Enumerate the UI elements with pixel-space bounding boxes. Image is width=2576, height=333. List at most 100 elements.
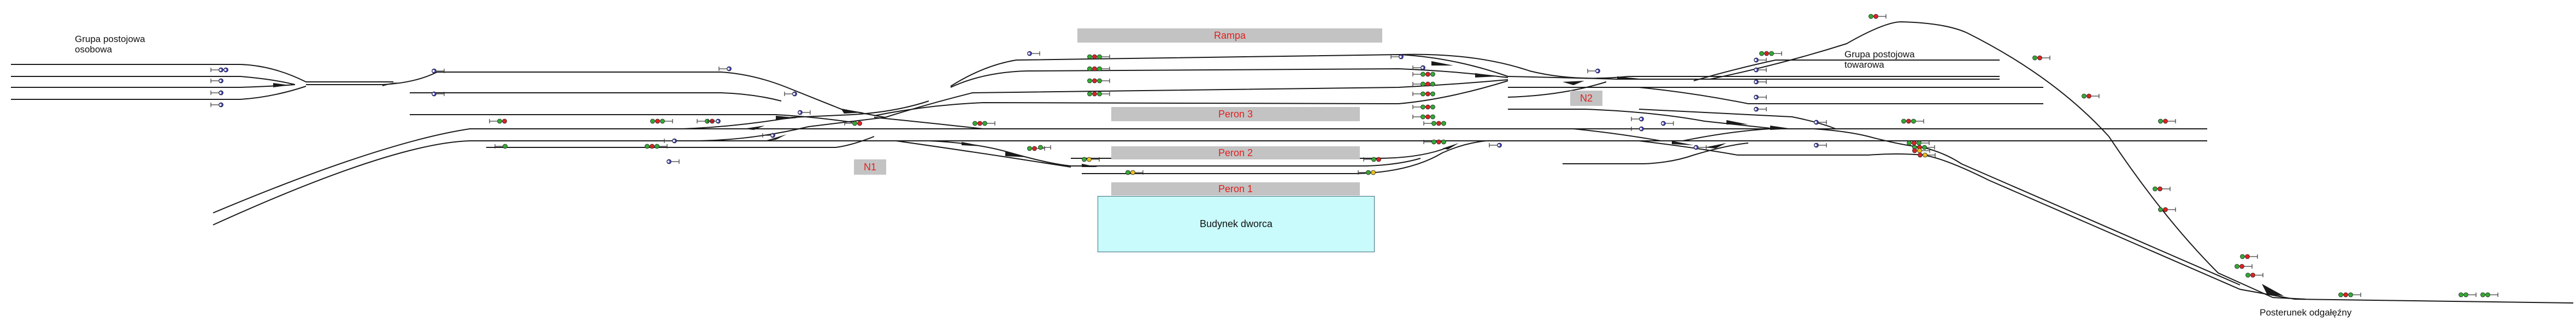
track-branch-junction	[2272, 297, 2306, 300]
signal	[645, 144, 668, 149]
track-main-2	[213, 140, 2207, 225]
label-passenger-group: Grupa postojowa osobowa	[75, 34, 145, 55]
turnout	[273, 83, 290, 87]
signal	[650, 118, 673, 124]
signal	[1754, 57, 1767, 63]
turnout	[743, 126, 765, 130]
signal	[1489, 142, 1502, 148]
turnout	[1475, 73, 1497, 78]
signal	[1412, 81, 1435, 87]
signal	[1038, 145, 1051, 150]
track-passenger-siding-3	[11, 84, 296, 88]
turnout	[1005, 152, 1027, 157]
marker-n1: N1	[854, 159, 886, 175]
signal	[1087, 78, 1110, 84]
track-branch-2	[1813, 128, 2241, 286]
turnout	[1617, 76, 1639, 80]
signal	[1082, 157, 1100, 162]
label-passenger-group-line2: osobowa	[75, 44, 113, 55]
signal	[210, 67, 228, 73]
signal	[1423, 139, 1446, 145]
track-throat-right-5	[1508, 109, 1776, 129]
signal	[2459, 292, 2477, 298]
label-freight-group-line2: towarowa	[1844, 60, 1884, 70]
signal	[664, 138, 677, 144]
signal	[1901, 118, 1924, 124]
signals	[210, 14, 2498, 298]
track-throat-right-6	[1563, 142, 1749, 164]
signal	[1754, 67, 1767, 73]
track-siding-left-b	[410, 114, 853, 123]
track-throat-right-9	[1682, 128, 1771, 141]
signal	[1027, 51, 1040, 56]
signal	[2240, 254, 2258, 259]
track-passenger-siding-1	[11, 64, 393, 82]
signal	[1754, 94, 1767, 100]
turnout	[1672, 141, 1694, 145]
signal	[1412, 114, 1435, 120]
signal	[432, 91, 445, 97]
signal	[494, 144, 508, 149]
signal	[1087, 91, 1110, 97]
track-throat-left-3	[928, 140, 1071, 166]
platform-rampa: Rampa	[1077, 28, 1382, 43]
signal	[210, 102, 223, 108]
turnout	[1442, 143, 1459, 150]
turnout	[962, 142, 983, 146]
label-passenger-group-line1: Grupa postojowa	[75, 34, 145, 44]
signal	[1412, 91, 1435, 97]
signal	[762, 133, 775, 138]
signal	[2235, 264, 2253, 269]
signal	[1754, 106, 1767, 112]
signal	[1907, 140, 1930, 146]
track-passenger-lead-2	[410, 92, 782, 102]
signal	[210, 78, 223, 84]
track-peron1	[1082, 140, 1487, 174]
turnout	[1726, 120, 1748, 124]
signal	[2153, 186, 2171, 192]
signal	[1087, 54, 1110, 60]
signal	[1814, 120, 1827, 125]
turnout	[765, 134, 787, 141]
turnout	[2262, 284, 2284, 296]
turnout	[382, 82, 399, 86]
signal	[798, 110, 811, 115]
track-passenger-lead	[306, 72, 886, 118]
label-junction-post: Posterunek odgałęźny	[2260, 307, 2352, 318]
signal	[1694, 145, 1707, 150]
track-main-1	[213, 128, 2207, 213]
track-freight-3	[1638, 109, 1836, 129]
label-freight-group-line1: Grupa postojowa	[1844, 49, 1915, 60]
signal	[1587, 68, 1600, 74]
turnout	[1770, 126, 1792, 130]
signal	[2245, 272, 2263, 278]
signal	[844, 121, 862, 126]
signal	[718, 66, 732, 72]
marker-n2: N2	[1570, 91, 1602, 106]
turnout	[776, 116, 798, 120]
signal	[1412, 104, 1435, 110]
signal	[2338, 292, 2361, 298]
turnout	[1082, 164, 1098, 167]
signal	[1412, 72, 1435, 77]
turnout	[1705, 143, 1726, 148]
signal	[1631, 116, 1644, 122]
turnout	[1431, 61, 1453, 66]
track-freight-5	[1710, 21, 2273, 298]
platform-peron1: Peron 1	[1111, 182, 1360, 195]
track-throat-left-4	[895, 140, 1071, 168]
track-siding-left-a	[486, 136, 875, 148]
signal	[2158, 207, 2176, 212]
track-branch-1	[1868, 153, 2574, 304]
signal	[667, 159, 680, 164]
turnout	[1563, 81, 1584, 85]
signal	[2158, 118, 2176, 124]
station-building: Budynek dworca	[1098, 196, 1375, 252]
turnout	[841, 109, 863, 114]
track-throat-left-5	[874, 117, 984, 129]
track-peron2-lower	[1071, 158, 1421, 166]
signal	[1125, 170, 1143, 175]
signal	[708, 118, 721, 124]
